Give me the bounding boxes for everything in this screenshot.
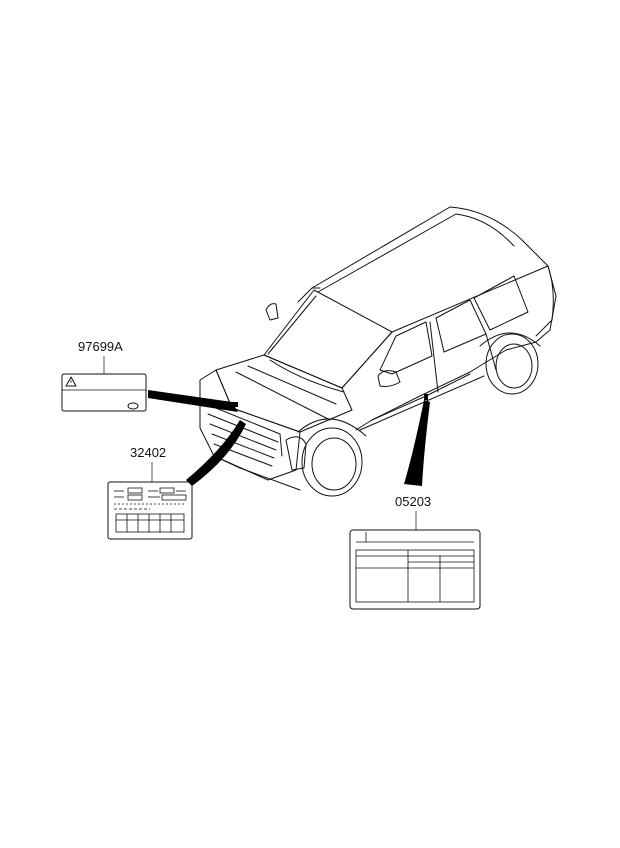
pointer-arrow-97699a xyxy=(148,390,238,412)
pointer-arrow-32402 xyxy=(186,420,246,486)
part-number-32402: 32402 xyxy=(130,445,166,460)
tire-label-outline xyxy=(349,529,481,610)
emission-label-group: 32402 xyxy=(107,420,246,540)
vehicle-illustration xyxy=(199,206,557,497)
warning-label-outline xyxy=(61,373,147,412)
emission-label-outline xyxy=(107,481,193,540)
pointer-arrow-05203 xyxy=(404,400,430,486)
brand-logo-icon xyxy=(127,402,139,410)
label-location-marker xyxy=(232,402,238,407)
emission-label-content xyxy=(114,487,187,533)
part-number-97699a: 97699A xyxy=(78,339,123,354)
warning-label-group: 97699A xyxy=(61,339,238,412)
tire-label-content xyxy=(355,532,475,603)
tire-label-group: 05203 xyxy=(349,394,481,610)
part-number-05203: 05203 xyxy=(395,494,431,509)
warning-triangle-icon xyxy=(65,376,77,387)
door-label-location-marker xyxy=(424,394,428,400)
